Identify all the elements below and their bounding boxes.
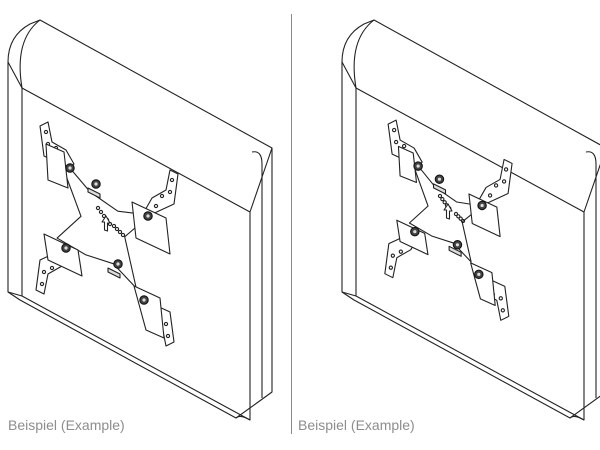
mount-hole [163,321,169,327]
hook-top [432,183,447,195]
tv-bevel-edge-bottom [341,291,357,297]
side-plate-top-left [397,145,418,184]
mount-hole [437,193,443,199]
hook-bottom [448,245,462,257]
tv-bevel-corner-top [353,19,375,89]
mount-hole [169,177,175,183]
mounting-bracket-icon [35,121,179,347]
mount-hole [401,143,407,149]
mount-hole [458,216,463,221]
hook-top [87,187,101,199]
mount-hole [159,193,165,199]
mount-hole [393,139,399,145]
mount-hole [111,223,117,229]
tv-bevel-edge-right [249,147,273,213]
example-caption-right: Beispiel (Example) [298,417,415,433]
mount-hole [167,189,173,195]
tv-thickness-edge [585,151,597,398]
up-arrow-icon [443,203,453,220]
mount-hole [390,253,395,258]
up-arrow-icon [101,215,111,232]
tv-mount-illustration-compact [341,19,600,421]
mount-hole [165,333,171,339]
mount-hole [391,127,397,133]
mount-hole [39,281,45,287]
mount-hole [398,249,403,254]
example-panel-right: Beispiel (Example) [294,0,600,450]
side-plate-top-right [131,201,171,255]
mount-hole [153,203,159,209]
mount-hole [41,269,47,275]
tv-bevel-corner-bottom [235,415,251,421]
mount-hole [95,205,101,211]
mount-hole [442,200,447,205]
mount-hole [453,211,459,217]
panel-divider [291,14,292,434]
mount-hole [493,183,499,188]
mount-hole [460,218,466,224]
mount-hole [487,193,493,198]
mount-hole [98,209,104,215]
mount-hole [388,265,393,270]
tv-bevel-edge-left [7,61,23,89]
mount-hole [120,232,126,238]
tv-thickness-edge [251,151,263,398]
tv-bevel-corner-bottom [569,415,585,421]
example-panel-left: Beispiel (Example) [0,0,290,450]
mount-hole [117,229,123,235]
example-caption-left: Beispiel (Example) [8,417,125,433]
mount-hole [114,226,120,232]
mounting-bracket-icon [384,119,513,321]
mount-hole [440,196,445,202]
mount-hole [500,308,505,313]
side-plate-top-left [45,143,69,189]
tv-mount-illustration-spread [7,19,273,421]
tv-bevel-corner-top [19,19,41,89]
mount-hole [43,129,49,135]
mount-hole [501,179,507,184]
tv-bevel-edge-right [583,163,600,213]
mount-hole [456,214,461,219]
mount-hole [498,296,503,301]
side-plate-top-right [468,193,501,238]
mount-hole [503,167,509,172]
tv-bevel-edge-bottom [7,291,23,297]
hook-bottom [107,267,121,279]
tv-back-panel-icon [341,19,600,421]
tv-bevel-edge-left [341,61,357,89]
mount-hole [49,265,55,271]
